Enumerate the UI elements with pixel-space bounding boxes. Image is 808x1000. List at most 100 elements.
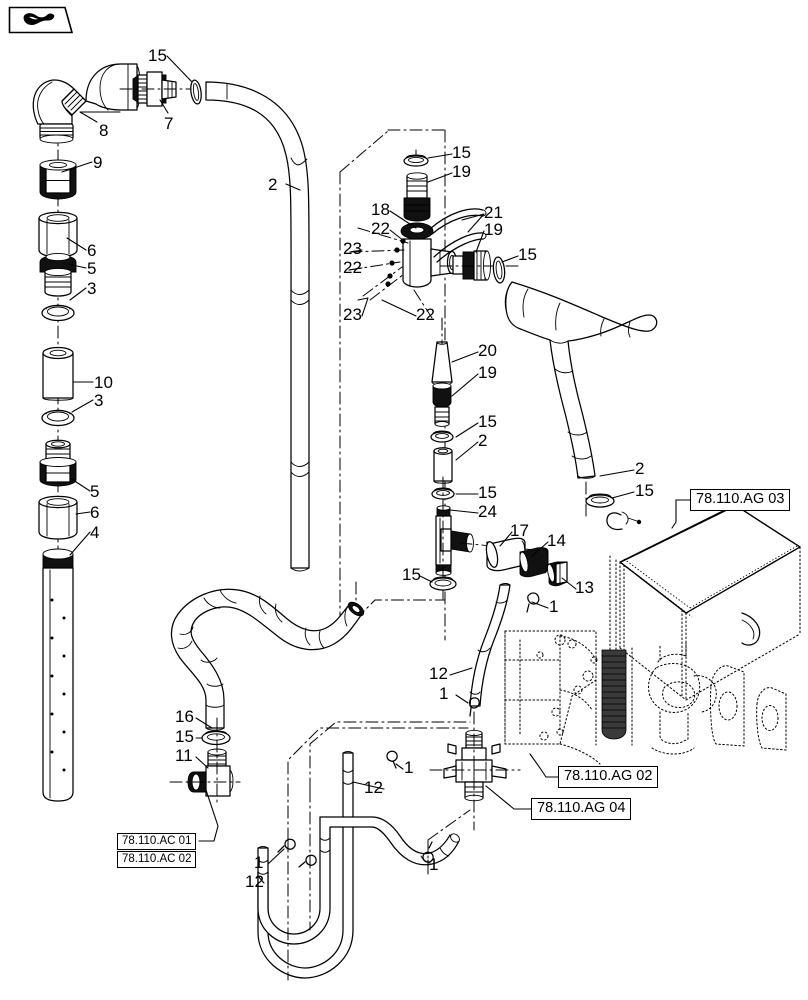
pump-turbo-body bbox=[648, 639, 717, 755]
callout-6-lower: 6 bbox=[90, 503, 100, 522]
callout-10: 10 bbox=[94, 373, 113, 392]
callout-1-lower-b: 1 bbox=[254, 853, 264, 872]
part-12-loop-tube-lower bbox=[257, 816, 460, 945]
callout-11: 11 bbox=[175, 746, 193, 765]
part-1-clamp-lower-d bbox=[422, 841, 434, 863]
manufacturer-emblem bbox=[8, 6, 74, 34]
part-1-clamp-mid bbox=[469, 697, 480, 717]
leader-lines bbox=[61, 55, 691, 884]
callout-5-upper: 5 bbox=[87, 259, 97, 278]
callout-2-right-hose: 2 bbox=[635, 459, 645, 478]
control-valve-assembly bbox=[429, 711, 521, 831]
part-19-fitting-tee-top bbox=[403, 172, 431, 222]
callout-7: 7 bbox=[164, 114, 174, 133]
part-1-clamp-lower-c bbox=[298, 854, 317, 868]
callout-6-upper: 6 bbox=[87, 241, 97, 260]
callout-13: 13 bbox=[575, 578, 594, 597]
callout-1-lower-a: 1 bbox=[404, 758, 414, 777]
callout-19-tee-top: 19 bbox=[452, 162, 471, 181]
part-19-fitting-tee-side bbox=[439, 250, 521, 281]
callout-1-upper: 1 bbox=[549, 597, 559, 616]
part-18-tee-body bbox=[400, 222, 458, 288]
callout-19-tee-side: 19 bbox=[484, 220, 503, 239]
callout-3-upper: 3 bbox=[87, 279, 97, 298]
callout-1-mid: 1 bbox=[439, 684, 449, 703]
callout-24: 24 bbox=[478, 502, 497, 521]
reference-box-ac01[interactable]: 78.110.AC 01 bbox=[117, 833, 197, 851]
part-3-seal-lower bbox=[41, 409, 75, 427]
callout-4: 4 bbox=[90, 523, 100, 542]
gasket-large bbox=[710, 665, 745, 747]
callout-12-loop-a: 12 bbox=[364, 778, 383, 797]
lower-tube-frame bbox=[287, 721, 471, 981]
callout-16: 16 bbox=[175, 707, 194, 726]
callout-15-tee-side: 15 bbox=[518, 245, 537, 264]
part-10-spacer-tube bbox=[42, 346, 74, 401]
part-5-adapter-upper bbox=[39, 252, 77, 297]
callout-17: 17 bbox=[510, 521, 529, 540]
reference-box-ag04[interactable]: 78.110.AG 04 bbox=[531, 798, 632, 821]
part-6-sleeve-lower bbox=[38, 495, 78, 540]
callout-23-b: 23 bbox=[343, 305, 362, 324]
callout-23-a: 23 bbox=[343, 239, 362, 258]
callout-18: 18 bbox=[371, 200, 390, 219]
fuel-filter-element bbox=[595, 647, 633, 746]
callout-14: 14 bbox=[547, 531, 566, 550]
part-16-s-shaped-hose bbox=[170, 581, 365, 731]
part-15-seal-ring-top bbox=[190, 79, 202, 105]
callout-9: 9 bbox=[93, 153, 103, 172]
callout-12-loop-b: 12 bbox=[245, 872, 264, 891]
callout-22-a: 22 bbox=[371, 219, 390, 238]
part-1-clamp-upper bbox=[526, 592, 540, 613]
callout-2-short-tube: 2 bbox=[478, 431, 488, 450]
callout-3-lower: 3 bbox=[94, 391, 104, 410]
reference-box-ac02[interactable]: 78.110.AC 02 bbox=[117, 851, 197, 869]
callout-2-long-hose: 2 bbox=[268, 175, 278, 194]
part-14-bushing bbox=[519, 547, 549, 578]
callout-15-lower: 15 bbox=[478, 412, 497, 431]
part-15-seal-ring-right bbox=[585, 493, 615, 508]
part-1-clamp-lower-b bbox=[277, 838, 296, 853]
reference-box-ag02[interactable]: 78.110.AG 02 bbox=[558, 766, 659, 789]
callout-15-right: 15 bbox=[635, 481, 654, 500]
callout-22-c: 22 bbox=[416, 305, 435, 324]
part-8-elbow-fitting bbox=[32, 63, 141, 144]
part-15-seal-ring-tee-top bbox=[403, 154, 429, 167]
callout-15-top-left: 15 bbox=[148, 46, 167, 65]
callout-15-valve: 15 bbox=[478, 483, 497, 502]
callout-5-lower: 5 bbox=[90, 482, 100, 501]
callout-8: 8 bbox=[99, 121, 109, 140]
part-15-seal-ring-lower bbox=[430, 430, 454, 443]
callout-21: 21 bbox=[484, 203, 503, 222]
part-2-long-bent-hose bbox=[205, 81, 310, 572]
part-19-fitting-lower bbox=[432, 382, 452, 427]
part-4-perforated-standpipe bbox=[42, 548, 74, 802]
callout-1-lower-c: 1 bbox=[429, 855, 439, 874]
part-15-seal-ring-inline bbox=[429, 576, 457, 591]
callout-22-b: 22 bbox=[343, 258, 362, 277]
callout-20: 20 bbox=[478, 341, 497, 360]
part-5-adapter-lower bbox=[39, 439, 77, 487]
part-17-filter-body bbox=[485, 537, 526, 572]
fuel-tank-assembly bbox=[595, 504, 801, 755]
part-12-loop-tube-upper bbox=[257, 751, 354, 979]
part-9-collar-nut bbox=[39, 159, 77, 200]
pump-bracket-assembly bbox=[504, 630, 601, 765]
part-2-short-tube bbox=[433, 447, 453, 484]
part-7-male-coupler bbox=[119, 71, 201, 107]
part-13-angled-fitting bbox=[547, 561, 568, 587]
part-15-seal-ring-16 bbox=[201, 730, 231, 746]
callout-15-inline: 15 bbox=[402, 565, 421, 584]
reference-box-ag03[interactable]: 78.110.AG 03 bbox=[690, 489, 791, 512]
part-20-cone-plug bbox=[431, 317, 453, 386]
callout-15-tee-top: 15 bbox=[452, 143, 471, 162]
part-2-right-hose bbox=[504, 281, 658, 521]
part-1-clamp-lower-a bbox=[386, 750, 398, 769]
callout-12-upper: 12 bbox=[429, 664, 448, 683]
part-12-return-tube-upper bbox=[469, 583, 511, 707]
gasket-small bbox=[756, 687, 787, 751]
callout-19-lower: 19 bbox=[478, 363, 497, 382]
part-3-seal-upper bbox=[41, 304, 75, 322]
